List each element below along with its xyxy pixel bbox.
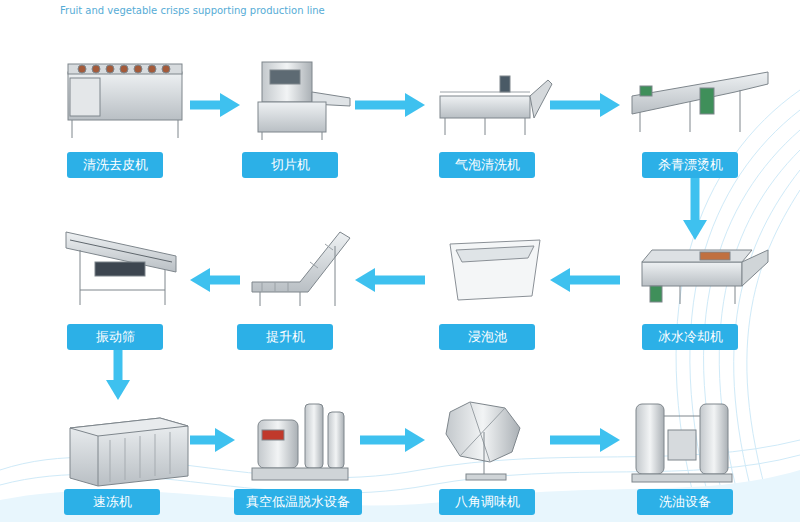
step-label: 杀青漂烫机: [642, 152, 738, 178]
step-label: 切片机: [242, 152, 338, 178]
machine-station: 清洗去皮机: [55, 55, 190, 178]
flow-arrow: [550, 436, 606, 445]
flow-arrow: [190, 101, 226, 110]
background-waves: [0, 90, 800, 522]
quick-freezer: [70, 418, 188, 486]
step-label: 八角调味机: [439, 489, 535, 515]
step-label: 清洗去皮机: [67, 152, 163, 178]
machine-station: 真空低温脱水设备: [235, 400, 360, 515]
machine-station: 气泡清洗机: [425, 55, 550, 178]
flow-arrow: [355, 101, 411, 110]
machine-station: 提升机: [240, 205, 355, 350]
step-label: 真空低温脱水设备: [234, 489, 362, 515]
ice-water-cooler: [642, 250, 768, 304]
machine-station: 浸泡池: [425, 205, 550, 350]
step-label: 振动筛: [67, 324, 163, 350]
oil-washing-equipment: [632, 404, 732, 482]
flow-arrow: [190, 436, 221, 445]
flow-arrow: [204, 276, 240, 285]
step-label: 洗油设备: [637, 489, 733, 515]
washer-peeler: [68, 64, 182, 138]
step-label: 气泡清洗机: [439, 152, 535, 178]
machine-station: 振动筛: [55, 205, 190, 350]
soaking-tank: [450, 240, 540, 300]
flow-arrow: [564, 276, 620, 285]
step-label: 冰水冷却机: [642, 324, 738, 350]
step-label: 浸泡池: [439, 324, 535, 350]
step-label: 提升机: [237, 324, 333, 350]
machine-station: 速冻机: [55, 400, 190, 515]
machine-station: 切片机: [240, 55, 355, 178]
flow-arrow: [369, 276, 425, 285]
elevator-conveyor: [252, 232, 350, 306]
machine-station: 八角调味机: [425, 400, 550, 515]
octagonal-seasoner: [446, 402, 520, 480]
vibrating-sieve: [66, 232, 176, 305]
blancher: [632, 72, 768, 132]
machine-station: 杀青漂烫机: [620, 55, 770, 178]
flow-arrow: [114, 350, 123, 386]
machine-station: 冰水冷却机: [620, 240, 770, 350]
flow-arrow: [360, 436, 411, 445]
flow-arrow: [691, 178, 700, 226]
flow-arrow: [550, 101, 606, 110]
diagram-title: Fruit and vegetable crisps supporting pr…: [60, 5, 325, 16]
step-label: 速冻机: [64, 489, 160, 515]
slicer: [258, 62, 350, 140]
machine-station: 洗油设备: [620, 400, 770, 515]
vacuum-dehydrator: [252, 404, 348, 480]
bubble-washer: [440, 76, 552, 135]
